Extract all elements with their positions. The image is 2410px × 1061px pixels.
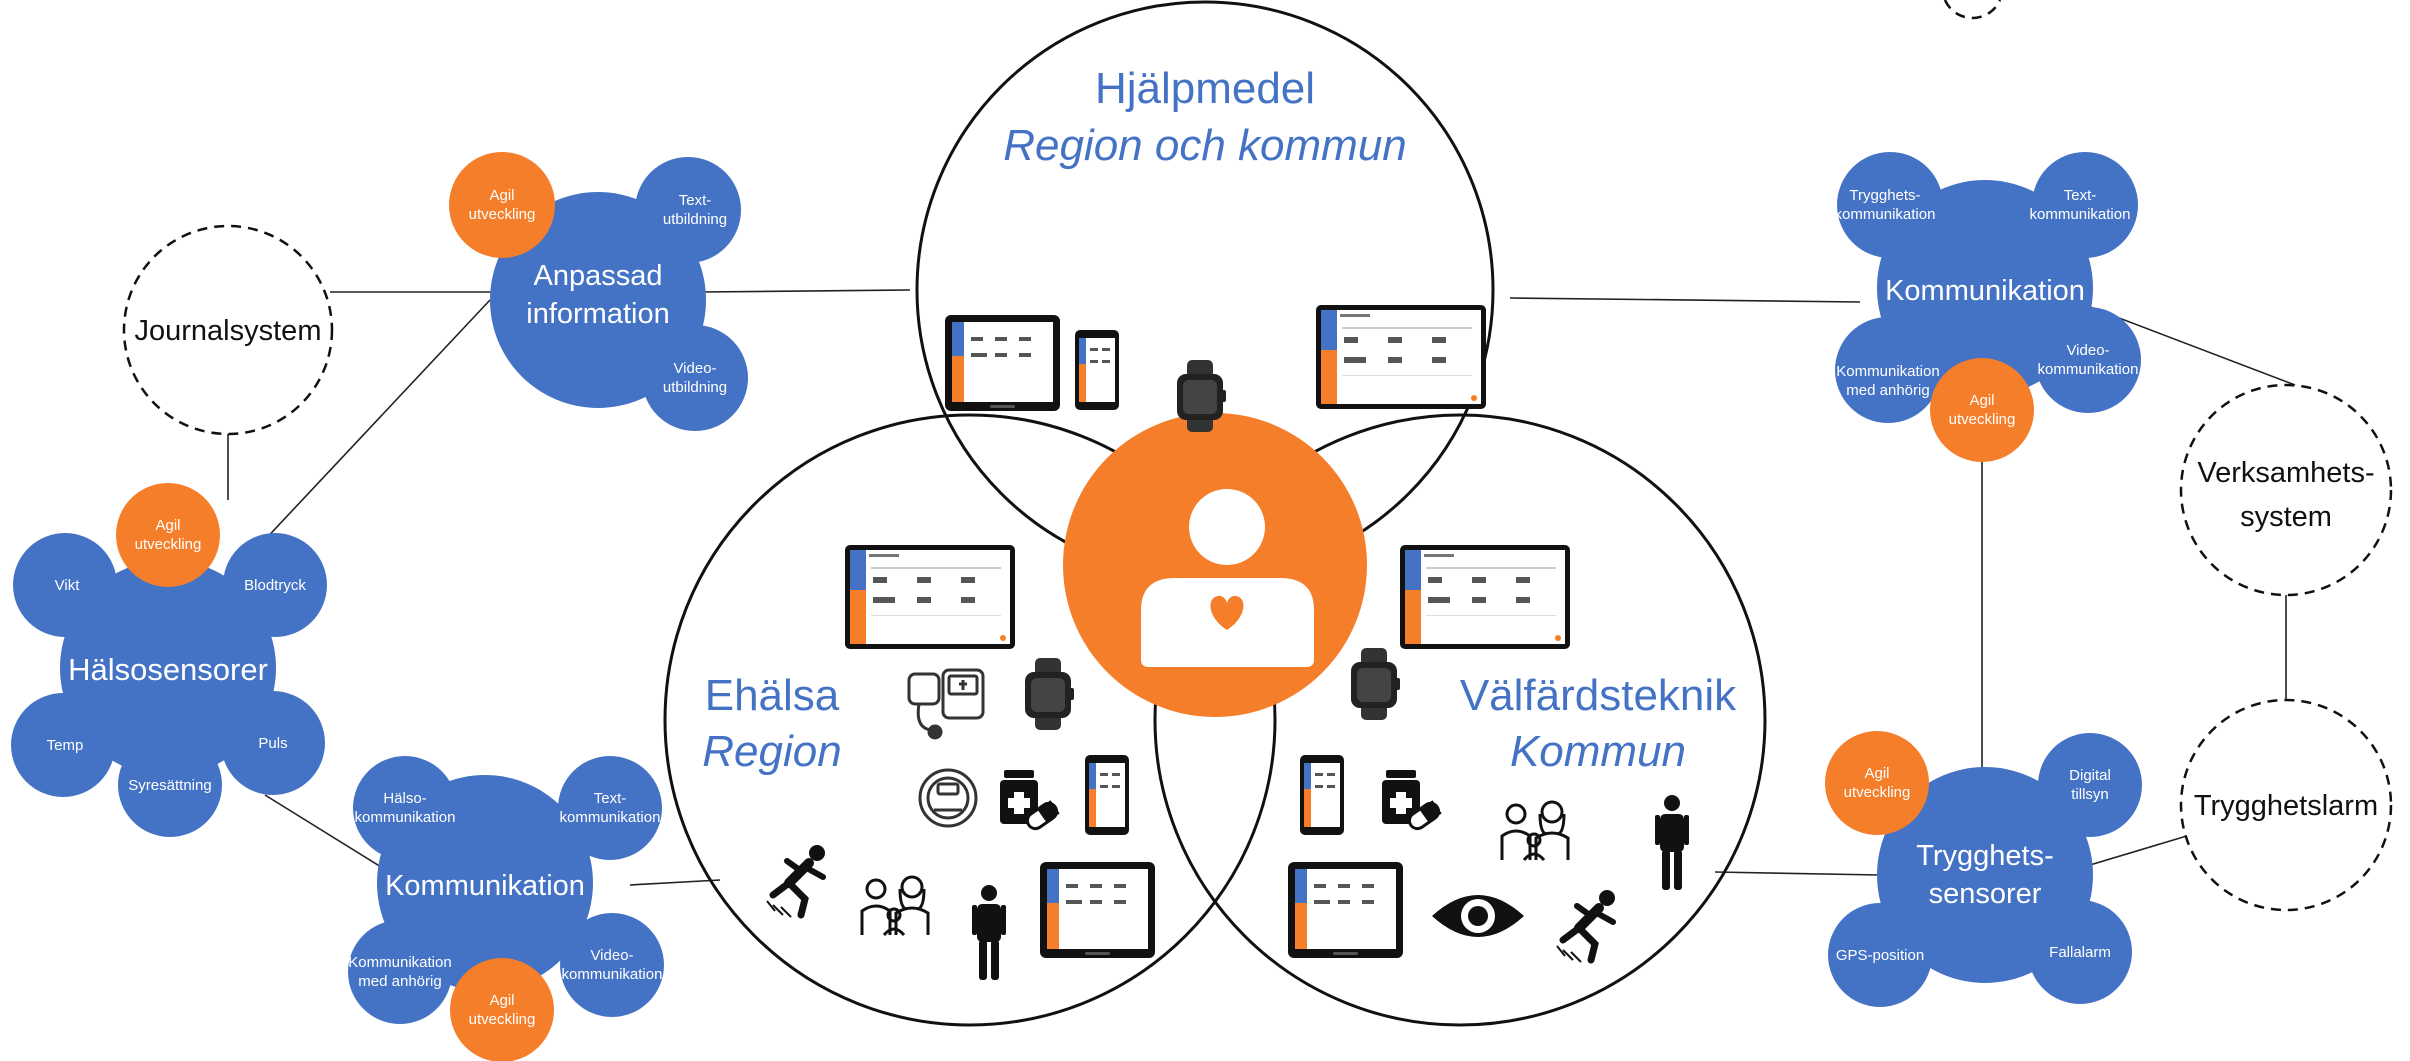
venn-diagram: Hjälpmedel Region och kommun Ehälsa Regi… [663, 0, 1767, 1027]
cluster-anpassad-information: Anpassad information Agil utveckling Tex… [449, 152, 748, 431]
venn-left-title: Ehälsa [705, 671, 840, 720]
trygghetslarm-label: Trygghetslarm [2194, 790, 2378, 822]
kommunikation-right-video-line2: kommunikation [2038, 361, 2139, 378]
smartwatch-icon [1351, 648, 1400, 720]
anpassad-video-line2: utbildning [663, 379, 727, 396]
kommunikation-right-video-line1: Video- [2066, 342, 2109, 359]
blood-pressure-monitor-icon [907, 668, 985, 740]
kommunikation-right-agil-line1: Agil [1969, 392, 1994, 409]
vikt-label: Vikt [55, 577, 81, 594]
family-icon [1500, 800, 1570, 862]
trygghetssensorer-title-line1: Trygghets- [1916, 840, 2054, 872]
connector-lines [227, 289, 2296, 886]
kommunikation-left-agil-line1: Agil [489, 992, 514, 1009]
family-icon [860, 875, 930, 937]
trygghetskommunikation-line1: Trygghets- [1849, 187, 1920, 204]
scale-icon [918, 768, 978, 828]
partial-dashed-circle [1943, 0, 2002, 20]
verksamhetssystem-node: Verksamhets- system [2179, 383, 2393, 597]
dashboard-screen-icon [1316, 305, 1486, 409]
blodtryck-label: Blodtryck [244, 577, 306, 594]
gps-position-label: GPS-position [1836, 947, 1924, 964]
venn-circle-left [663, 413, 1277, 1027]
venn-right-title: Välfärdsteknik [1460, 671, 1737, 720]
kommunikation-left-title: Kommunikation [385, 870, 585, 902]
kommunikation-left-text-line1: Text- [594, 790, 627, 807]
halsokommunikation-line1: Hälso- [383, 790, 426, 807]
cluster-kommunikation-left: Kommunikation Hälso- kommunikation Text-… [348, 756, 664, 1061]
anpassad-agil-line1: Agil [489, 187, 514, 204]
kommunikation-left-agil-line2: utveckling [469, 1011, 536, 1028]
kommunikation-left-video-line2: kommunikation [562, 966, 663, 983]
verksamhetssystem-label-line2: system [2240, 501, 2332, 533]
kommunikation-right-text-line2: kommunikation [2030, 206, 2131, 223]
kommunikation-right-anhorig-line2: med anhörig [1846, 382, 1929, 399]
trygghetslarm-node: Trygghetslarm [2179, 698, 2393, 912]
kommunikation-right-text-line1: Text- [2064, 187, 2097, 204]
halsosensorer-agil-line2: utveckling [135, 536, 202, 553]
journalsystem-label: Journalsystem [135, 315, 322, 347]
anpassad-agil-line2: utveckling [469, 206, 536, 223]
trygghetskommunikation-line2: kommunikation [1835, 206, 1936, 223]
anpassad-text-line2: utbildning [663, 211, 727, 228]
trygghetssensorer-agil-line1: Agil [1864, 765, 1889, 782]
medicine-icon [998, 768, 1062, 834]
venn-top-subtitle: Region och kommun [1003, 121, 1407, 170]
tablet-icon [1040, 862, 1155, 958]
phone-icon [1075, 330, 1119, 410]
cluster-trygghetssensorer: Trygghets- sensorer Agil utveckling Digi… [1825, 731, 2142, 1007]
halsosensorer-title: Hälsosensorer [68, 652, 268, 687]
falling-person-icon [1557, 890, 1615, 962]
standing-person-icon [1655, 795, 1689, 890]
anpassad-video-line1: Video- [673, 360, 716, 377]
venn-left-subtitle: Region [702, 727, 841, 776]
journalsystem-node: Journalsystem [122, 224, 334, 436]
eye-icon [1432, 895, 1524, 937]
venn-right-subtitle: Kommun [1510, 727, 1686, 776]
halsosensorer-agil-line1: Agil [155, 517, 180, 534]
anpassad-title-line2: information [526, 298, 669, 330]
cluster-kommunikation-right: Kommunikation Trygghets- kommunikation T… [1835, 152, 2141, 462]
tablet-icon [945, 315, 1060, 411]
falling-person-icon [767, 845, 825, 917]
digital-tillsyn-line2: tillsyn [2071, 786, 2109, 803]
cluster-halsosensorer: Hälsosensorer Agil utveckling Vikt Blodt… [11, 483, 327, 837]
person-heart-icon [1063, 413, 1367, 717]
smartwatch-icon [1025, 658, 1074, 730]
phone-icon [1300, 755, 1344, 835]
temp-label: Temp [47, 737, 84, 754]
kommunikation-left-video-line1: Video- [590, 947, 633, 964]
trygghetssensorer-title-line2: sensorer [1929, 878, 2042, 910]
kommunikation-right-title: Kommunikation [1885, 275, 2085, 307]
halsokommunikation-line2: kommunikation [355, 809, 456, 826]
dashboard-screen-icon [1400, 545, 1570, 649]
standing-person-icon [972, 885, 1006, 980]
medicine-icon [1380, 768, 1444, 834]
kommunikation-left-anhorig-line1: Kommunikation [348, 954, 451, 971]
anpassad-title-line1: Anpassad [534, 260, 663, 292]
kommunikation-right-anhorig-line1: Kommunikation [1836, 363, 1939, 380]
syresattning-label: Syresättning [128, 777, 211, 794]
phone-icon [1085, 755, 1129, 835]
kommunikation-left-text-line2: kommunikation [560, 809, 661, 826]
trygghetssensorer-agil-line2: utveckling [1844, 784, 1911, 801]
venn-circle-right [1153, 413, 1767, 1027]
verksamhetssystem-label-line1: Verksamhets- [2197, 457, 2374, 489]
anpassad-text-line1: Text- [679, 192, 712, 209]
venn-top-title: Hjälpmedel [1095, 64, 1315, 113]
kommunikation-right-agil-line2: utveckling [1949, 411, 2016, 428]
kommunikation-left-anhorig-line2: med anhörig [358, 973, 441, 990]
puls-label: Puls [258, 735, 287, 752]
tablet-icon [1288, 862, 1403, 958]
fallalarm-label: Fallalarm [2049, 944, 2111, 961]
dashboard-screen-icon [845, 545, 1015, 649]
digital-tillsyn-line1: Digital [2069, 767, 2111, 784]
